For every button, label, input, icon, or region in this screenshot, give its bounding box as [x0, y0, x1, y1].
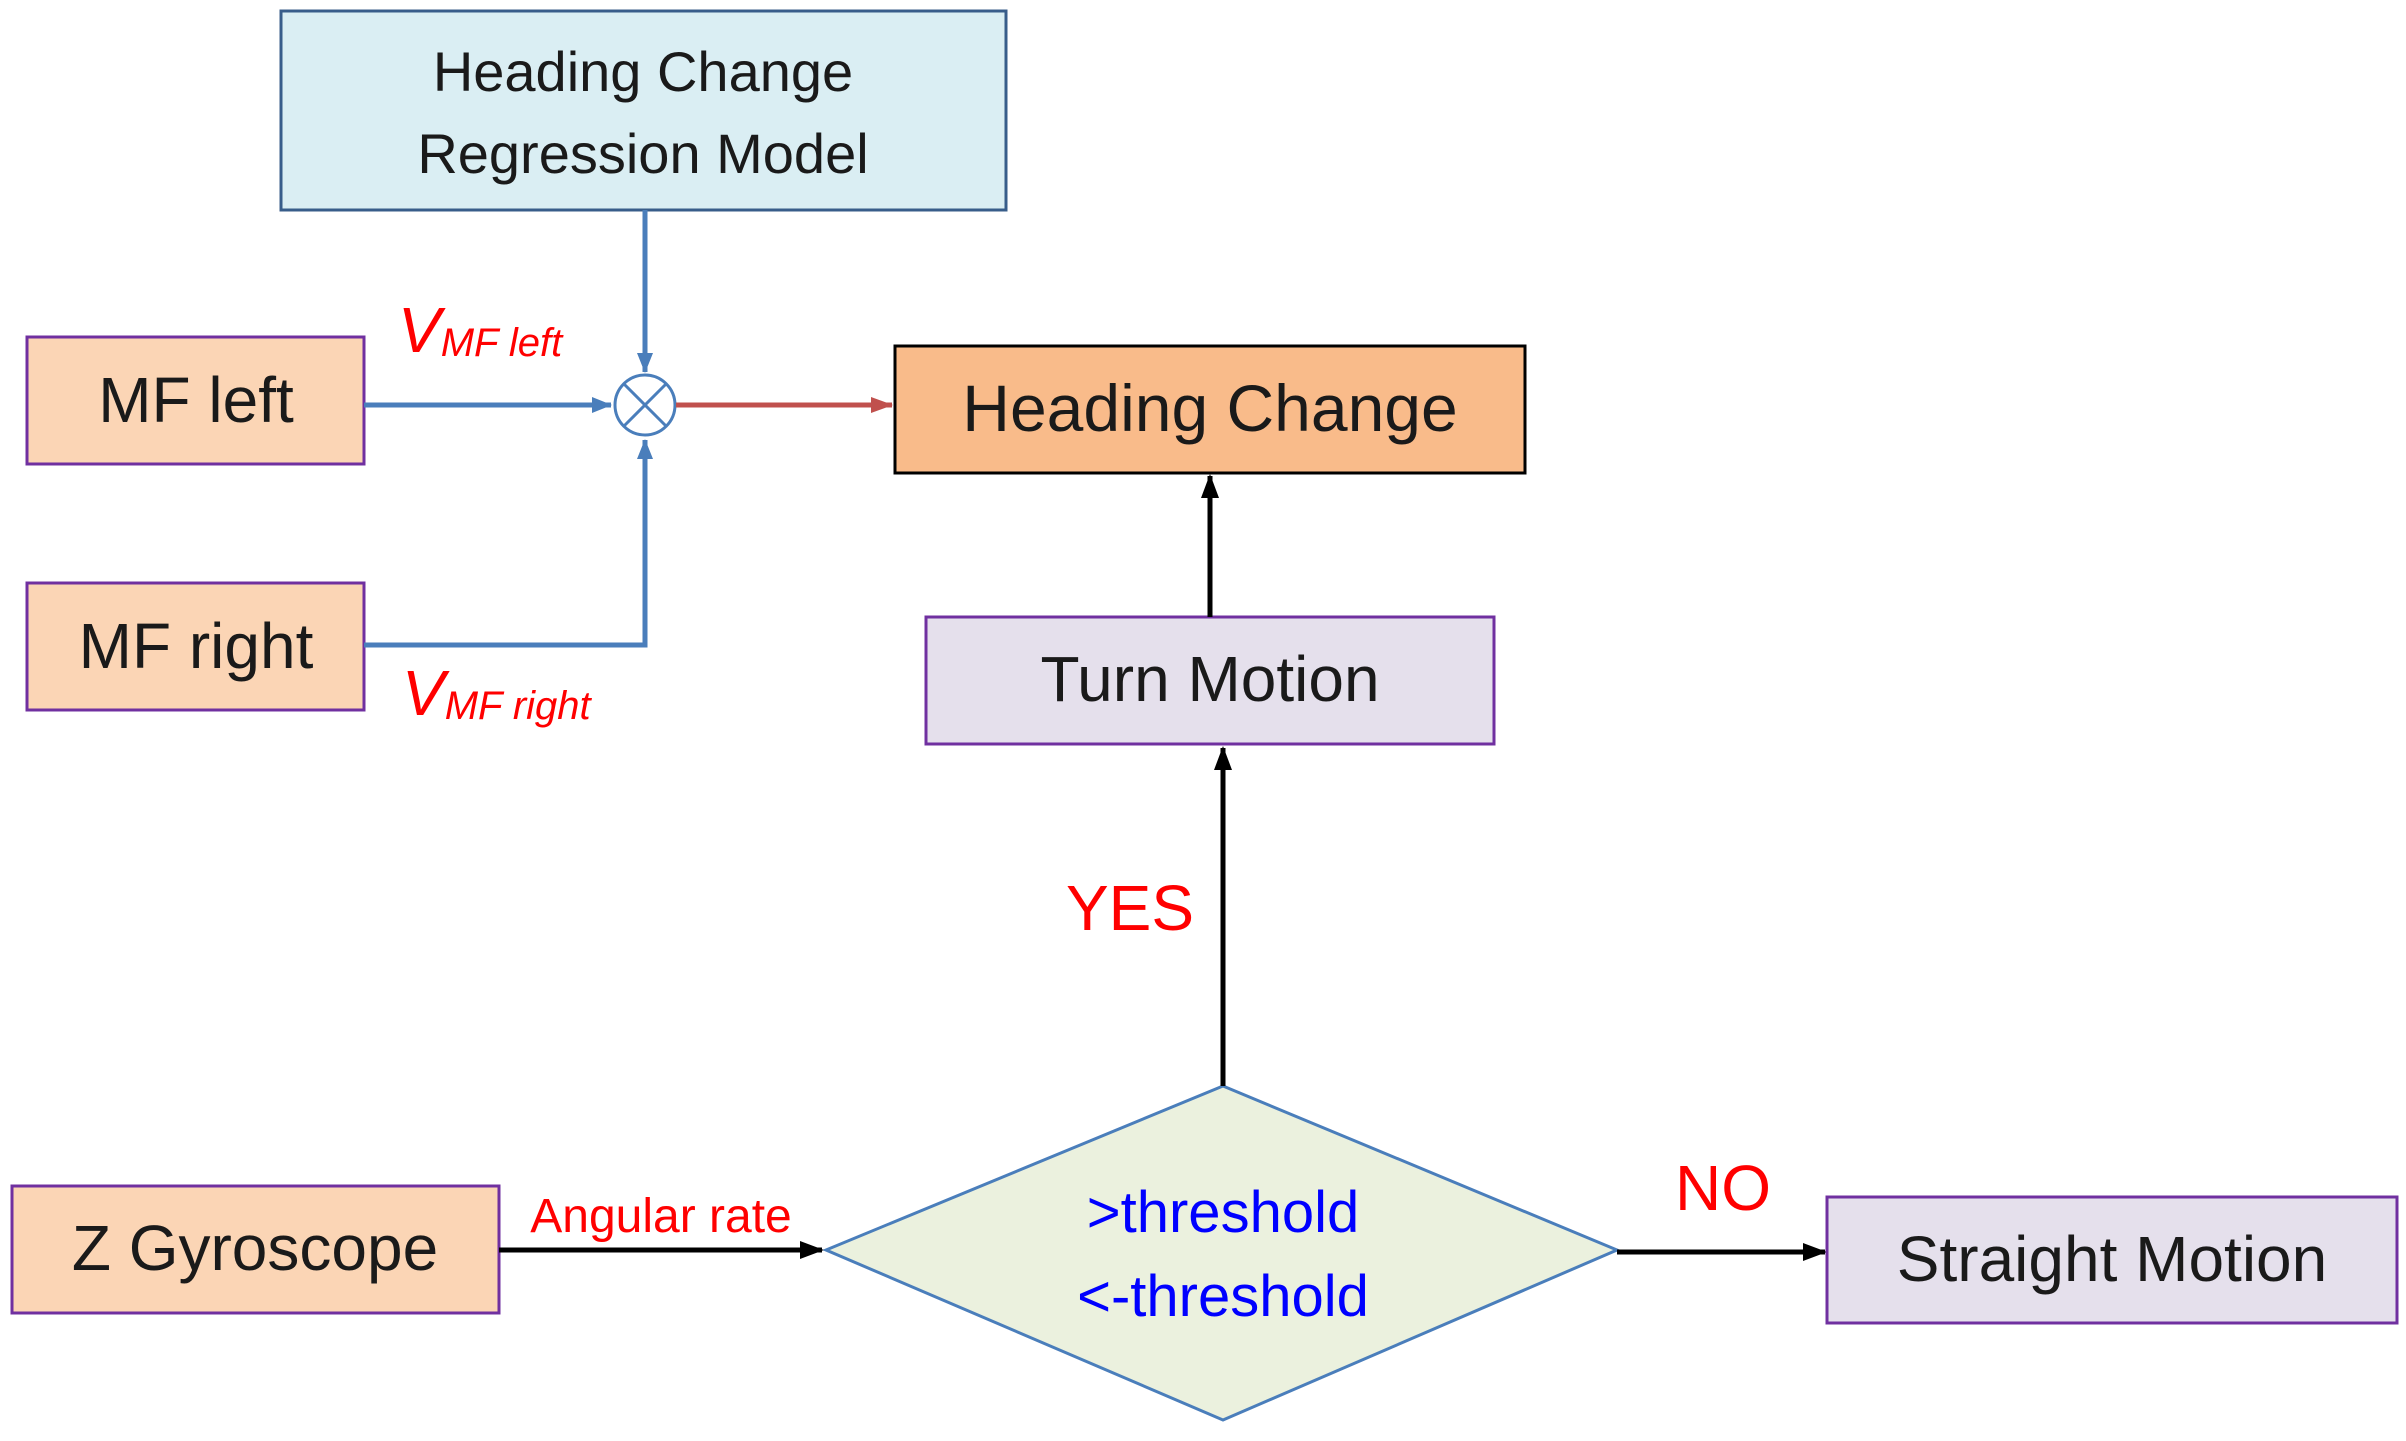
mf-right-label: MF right	[79, 610, 314, 682]
multiplier-junction	[613, 373, 677, 437]
heading-change-box: Heading Change	[893, 344, 1527, 475]
threshold-decision-diamond: >threshold <-threshold	[822, 1084, 1621, 1422]
angular-rate-label: Angular rate	[530, 1190, 792, 1243]
turn-motion-label: Turn Motion	[1040, 643, 1379, 715]
regression-model-line2: Regression Model	[417, 122, 868, 185]
heading-change-label: Heading Change	[962, 371, 1457, 445]
no-label: NO	[1675, 1152, 1771, 1224]
decision-line2: <-threshold	[1077, 1264, 1369, 1329]
regression-model-line1: Heading Change	[433, 40, 853, 103]
v-mf-left-label: VMF left	[398, 294, 564, 366]
turn-motion-box: Turn Motion	[924, 615, 1496, 746]
decision-line1: >threshold	[1087, 1180, 1359, 1245]
v-mf-right-label: VMF right	[402, 657, 593, 729]
z-gyroscope-box: Z Gyroscope	[10, 1184, 501, 1315]
mf-right-box: MF right	[25, 581, 366, 712]
straight-motion-box: Straight Motion	[1825, 1195, 2399, 1325]
arrow-mf-right-to-junction	[364, 439, 653, 648]
mf-left-label: MF left	[98, 364, 294, 436]
straight-motion-label: Straight Motion	[1897, 1223, 2327, 1295]
mf-left-box: MF left	[25, 335, 366, 466]
regression-model-box: Heading Change Regression Model	[279, 9, 1008, 212]
yes-label: YES	[1066, 872, 1194, 944]
z-gyroscope-label: Z Gyroscope	[72, 1212, 438, 1284]
